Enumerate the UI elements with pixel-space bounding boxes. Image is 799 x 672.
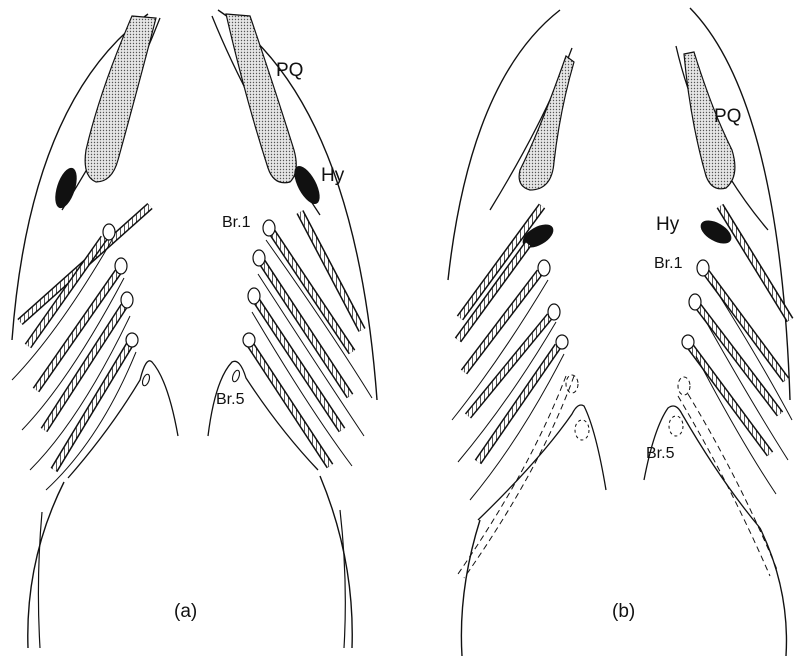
gill-arch-tip <box>248 288 260 304</box>
gill-arch-tip <box>538 260 550 276</box>
panel-b-pharynx-left <box>478 405 606 520</box>
panel-a-outline-left-lower <box>28 482 64 648</box>
panel-a-br5-rudiment-right <box>231 369 241 382</box>
panel-b-dashed-arch-right <box>678 394 778 576</box>
gill-arch <box>478 346 558 462</box>
label-br5-b: Br.5 <box>646 445 675 462</box>
label-br1-a: Br.1 <box>222 214 251 231</box>
label-hy-a: Hy <box>321 165 345 186</box>
panel-b-gill-arches-left <box>452 206 578 578</box>
gill-arch-tip <box>253 250 265 266</box>
gill-arch <box>690 346 770 454</box>
gill-arch <box>250 344 330 466</box>
gill-arch-tip <box>556 335 568 349</box>
gill-arch <box>468 316 550 416</box>
panel-a-lower-inner-right <box>340 510 345 648</box>
gill-arch-tip <box>243 333 255 347</box>
label-br1-b: Br.1 <box>654 255 683 272</box>
panel-a-gill-arches-right <box>243 212 372 466</box>
panel-a-lower-inner-left <box>38 512 42 648</box>
label-br5-a: Br.5 <box>216 391 245 408</box>
panel-b-dashed-tip-right <box>678 377 690 395</box>
panel-b-outline-left-lower <box>461 520 480 656</box>
gill-arch-tip <box>115 258 127 274</box>
label-pq-b: PQ <box>714 106 741 127</box>
gill-slit-line <box>30 316 130 470</box>
panel-b-outline-right-upper <box>690 8 790 400</box>
gill-slit-line <box>452 280 548 420</box>
gill-arch-tip <box>689 294 701 310</box>
panel-b-gill-arches-right <box>678 206 792 576</box>
panel-b-dashed-tip-left <box>566 375 578 393</box>
caption-a: (a) <box>174 601 197 622</box>
gill-arch <box>458 244 528 340</box>
panel-b-br5-rudiment-right <box>669 416 683 436</box>
panel-b-br5-rudiment-left <box>575 420 589 440</box>
gill-arch-tip <box>697 260 709 276</box>
panel-b: PQ Hy Br.1 Br.5 (b) <box>448 8 792 656</box>
panel-a-palatoquadrate-left <box>85 16 156 182</box>
panel-a-gill-arches-left <box>12 206 150 490</box>
panel-b-outline-right-lower <box>760 528 786 656</box>
gill-slit-line <box>22 278 124 430</box>
gill-slit-line <box>470 354 564 500</box>
gill-arch-tip <box>548 304 560 320</box>
label-hy-b: Hy <box>656 214 680 235</box>
gill-slit-line <box>46 352 136 490</box>
gill-arch <box>460 206 542 318</box>
caption-b: (b) <box>612 601 635 622</box>
gill-arch <box>300 212 362 330</box>
gill-slit-line <box>458 322 556 462</box>
gill-arch-tip <box>103 224 115 240</box>
panel-a-br5-rudiment-left <box>141 373 151 386</box>
panel-b-pharynx-right <box>644 406 760 528</box>
panel-a-palatoquadrate-right <box>226 14 296 183</box>
gill-arch-tip <box>121 292 133 308</box>
panel-a: PQ Hy Br.1 Br.5 (a) <box>12 10 377 648</box>
label-pq-a: PQ <box>276 60 303 81</box>
panel-a-outline-right-lower <box>320 476 352 648</box>
panel-b-palatoquadrate-left <box>519 56 574 190</box>
gill-arch-tip <box>682 335 694 349</box>
gill-arch-tip <box>263 220 275 236</box>
gill-arch <box>28 238 104 346</box>
gill-arch-tip <box>126 333 138 347</box>
